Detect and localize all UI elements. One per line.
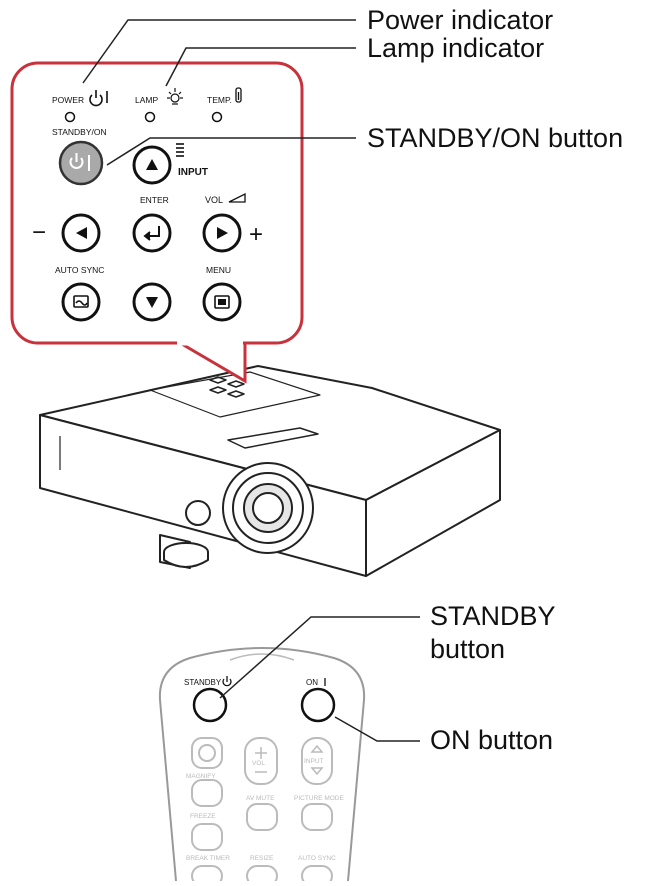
lamp-label: LAMP	[135, 95, 158, 105]
power-label: POWER	[52, 95, 84, 105]
auto-sync-icon	[73, 295, 89, 308]
vol-minus-sign: −	[32, 219, 46, 246]
temp-label: TEMP.	[207, 95, 232, 105]
remote-label-av-mute: AV MUTE	[246, 795, 275, 802]
menu-label: MENU	[206, 265, 231, 275]
lamp-indicator-leader	[165, 47, 356, 87]
lamp-indicator-callout: Lamp indicator	[367, 33, 545, 63]
right-button[interactable]	[202, 213, 242, 253]
power-indicator-callout: Power indicator	[367, 5, 554, 35]
remote-label-input: INPUT	[304, 758, 324, 765]
enter-icon	[143, 226, 160, 241]
temp-indicator-led	[211, 111, 223, 123]
standby-on-button[interactable]	[58, 140, 104, 186]
control-panel-zoom	[10, 61, 304, 346]
remote-label-freeze: FREEZE	[190, 813, 216, 820]
remote-label-vol: VOL	[252, 760, 265, 767]
enter-label: ENTER	[140, 195, 169, 205]
remote-label-picture-mode: PICTURE MODE	[294, 795, 345, 802]
standby-button-leader	[219, 616, 420, 699]
remote-label-resize: RESIZE	[250, 855, 274, 862]
temperature-icon	[235, 87, 242, 103]
input-icon	[176, 143, 184, 157]
auto-sync-button[interactable]	[61, 282, 101, 322]
remote-standby-label: STANDBY	[184, 678, 222, 687]
arrow-right-icon	[217, 227, 228, 239]
lamp-symbol-icon	[167, 88, 183, 105]
input-up-button[interactable]	[132, 145, 172, 185]
arrow-up-icon	[146, 159, 158, 170]
arrow-left-icon	[76, 227, 87, 239]
standby-button-callout-line1: STANDBY	[430, 601, 556, 631]
leader-lines	[82, 19, 420, 742]
remote-faded-labels: MAGNIFY VOL INPUT FREEZE AV MUTE PICTURE…	[186, 758, 345, 862]
projector-illustration	[39, 365, 501, 577]
standby-on-button-callout: STANDBY/ON button	[367, 123, 624, 153]
down-button[interactable]	[132, 282, 172, 322]
power-icon	[69, 153, 90, 171]
standby-on-leader	[106, 137, 356, 166]
auto-sync-label: AUTO SYNC	[55, 265, 104, 275]
remote-label-break-timer: BREAK TIMER	[186, 855, 230, 862]
standby-on-label: STANDBY/ON	[52, 127, 107, 137]
lamp-indicator-led	[144, 111, 156, 123]
power-symbol-icon	[89, 90, 108, 107]
standby-button-callout-line2: button	[430, 634, 506, 664]
remote-on-button[interactable]	[300, 687, 336, 723]
remote-faded-buttons	[191, 737, 333, 886]
remote-label-auto-sync: AUTO SYNC	[298, 855, 336, 862]
remote-standby-button[interactable]	[192, 687, 228, 723]
panel-callout-pointer	[174, 338, 247, 384]
left-button[interactable]	[61, 213, 101, 253]
remote-standby-symbol-icon	[222, 676, 232, 687]
menu-icon	[214, 295, 230, 309]
volume-wedge-icon	[228, 192, 246, 203]
power-indicator-led	[64, 111, 76, 123]
input-label: INPUT	[178, 167, 208, 178]
on-button-leader	[334, 716, 420, 742]
remote-faded-glyphs	[255, 744, 324, 776]
vol-plus-sign: +	[249, 221, 263, 248]
menu-button[interactable]	[202, 282, 242, 322]
power-indicator-leader	[82, 19, 356, 84]
arrow-down-icon	[146, 297, 158, 308]
remote-label-magnify: MAGNIFY	[186, 773, 216, 780]
remote-on-label: ON	[306, 678, 318, 687]
enter-button[interactable]	[132, 213, 172, 253]
vol-label: VOL	[205, 195, 223, 205]
on-button-callout: ON button	[430, 725, 554, 755]
